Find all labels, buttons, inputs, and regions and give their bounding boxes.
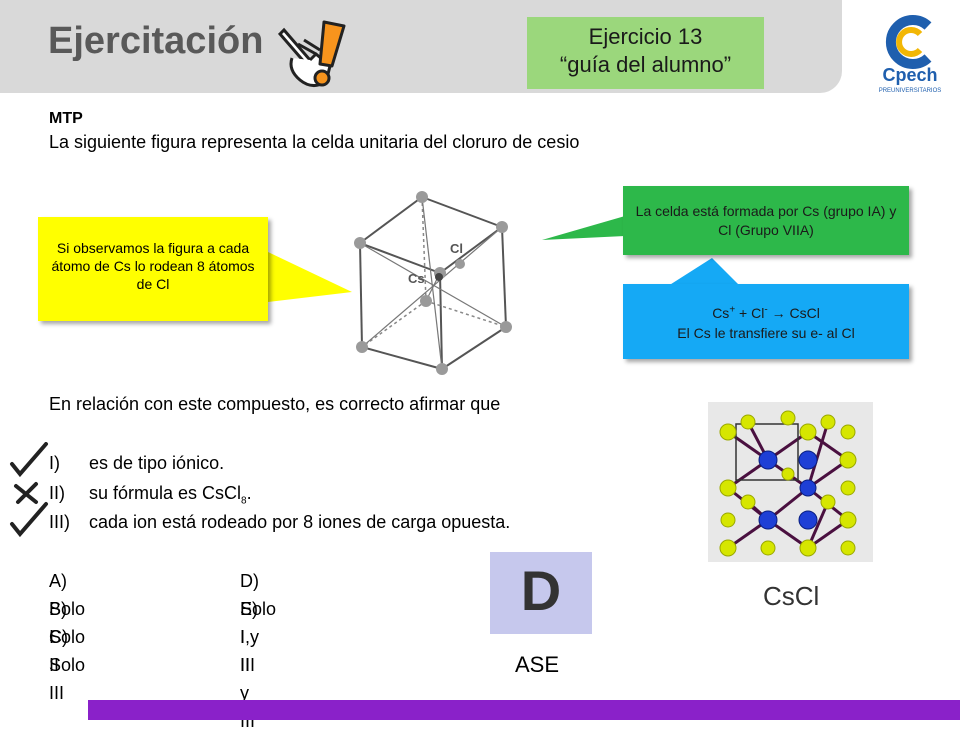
cpech-logo: Cpech PREUNIVERSITARIOS xyxy=(879,15,942,94)
intro-text: La siguiente figura representa la celda … xyxy=(49,132,580,152)
check-icon xyxy=(10,502,48,538)
option-ii: II)su fórmula es CsCl8. xyxy=(49,483,252,507)
transfer-line: El Cs le transfiere su e- al Cl xyxy=(677,324,855,341)
callout-green: La celda está formada por Cs (grupo IA) … xyxy=(623,186,909,255)
section-label: MTP xyxy=(49,110,83,127)
marks-column xyxy=(10,442,48,538)
cube-label-cs: Cs xyxy=(408,271,425,286)
answer-b: B) Solo II xyxy=(49,599,86,675)
question-text: En relación con este compuesto, es corre… xyxy=(49,394,501,414)
footer-bar xyxy=(88,700,960,720)
logo-text: Cpech xyxy=(882,65,937,85)
exercise-number: Ejercicio 13 xyxy=(588,24,703,49)
callout-blue: Cs+ + Cl- → CsCl El Cs le transfiere su … xyxy=(623,284,909,359)
cscl-crystal-image xyxy=(708,402,873,562)
page-title: Ejercitación xyxy=(48,20,264,62)
logo-subtext: PREUNIVERSITARIOS xyxy=(879,88,942,94)
answer-tag: ASE xyxy=(515,652,560,677)
check-icon xyxy=(10,442,48,478)
callout-green-text: La celda está formada por Cs (grupo IA) … xyxy=(635,203,897,238)
correct-answer-box: D xyxy=(490,552,592,634)
option-i: I)es de tipo iónico. xyxy=(49,453,225,473)
option-iii: III)cada ion está rodeado por 8 iones de… xyxy=(49,512,511,532)
answer-c: C) Solo III xyxy=(49,627,86,703)
answer-a: A) Solo I xyxy=(49,571,86,647)
pointing-hand-icon xyxy=(277,20,346,87)
cube-label-cl: Cl xyxy=(450,241,463,256)
crystal-label: CsCl xyxy=(763,581,820,611)
unit-cell-diagram: Cl Cs xyxy=(354,191,512,375)
exercise-badge: Ejercicio 13 “guía del alumno” xyxy=(527,17,764,89)
exercise-source: “guía del alumno” xyxy=(559,52,732,77)
reaction-line: Cs+ + Cl- → CsCl xyxy=(712,304,820,321)
answer-d: D) Solo I y III xyxy=(240,571,277,675)
correct-answer-letter: D xyxy=(520,559,562,622)
callout-blue-text: Cs+ + Cl- → CsCl El Cs le transfiere su … xyxy=(629,300,903,343)
cross-icon xyxy=(14,482,38,504)
callout-yellow: Si observamos la figura a cada átomo de … xyxy=(38,217,268,321)
callout-yellow-text: Si observamos la figura a cada átomo de … xyxy=(51,240,255,292)
